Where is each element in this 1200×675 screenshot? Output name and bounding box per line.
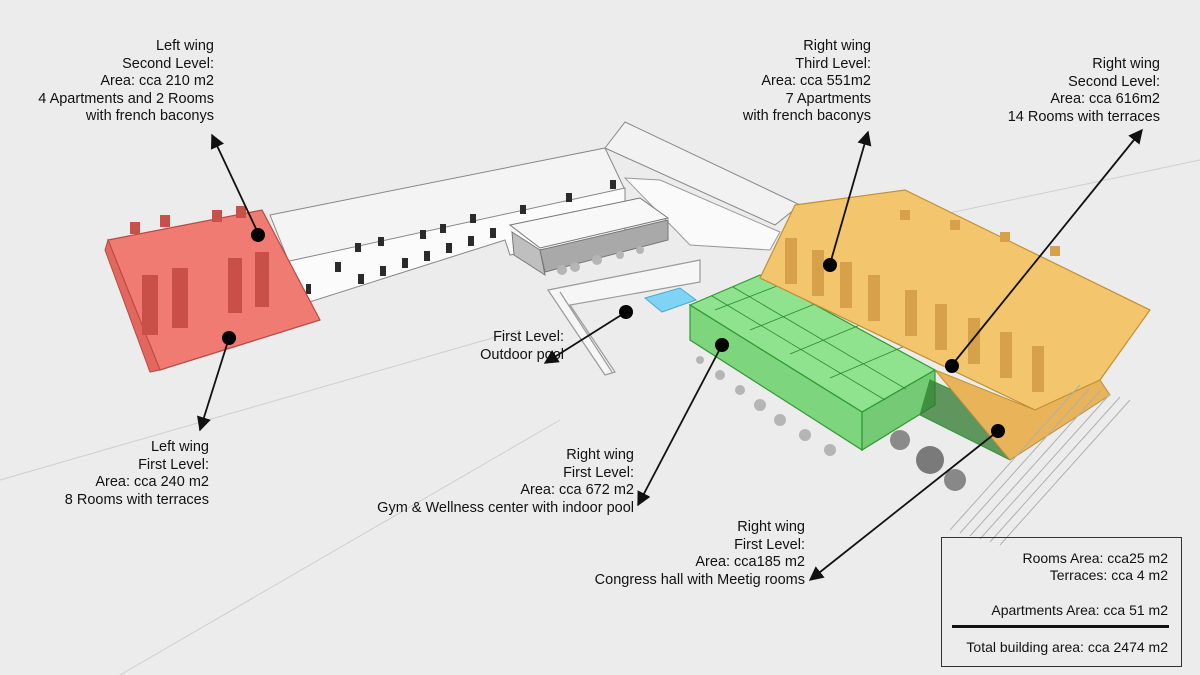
label-right-wing-third-level: Right wing Third Level: Area: cca 551m2 … (742, 38, 871, 125)
summary-divider (952, 625, 1169, 628)
left-wing-building (104, 206, 321, 373)
label-right-wing-second-level: Right wing Second Level: Area: cca 616m2… (1007, 56, 1160, 125)
total-building-area: Total building area: cca 2474 m2 (966, 639, 1168, 655)
terraces-area: Terraces: cca 4 m2 (1049, 567, 1168, 583)
windows (306, 180, 616, 294)
leader-arrows (197, 128, 1143, 581)
label-right-wing-first-level-gym: Right wing First Level: Area: cca 672 m2… (377, 447, 634, 516)
marker-dots (222, 228, 1005, 438)
rooms-area: Rooms Area: cca25 m2 (1022, 550, 1168, 566)
area-summary-box: Rooms Area: cca25 m2 Terraces: cca 4 m2 … (941, 537, 1182, 667)
outdoor-pool-shape (643, 287, 698, 313)
label-outdoor-pool: First Level: Outdoor pool (480, 329, 564, 363)
shrubs (557, 246, 966, 491)
right-wing-building (759, 189, 1151, 461)
label-right-wing-first-level-congress: Right wing First Level: Area: cca185 m2 … (594, 519, 805, 588)
restaurant-pavilion (508, 197, 670, 277)
label-left-wing-first-level: Left wing First Level: Area: cca 240 m2 … (64, 439, 209, 508)
ramp-stripes (949, 384, 1131, 546)
label-left-wing-second-level: Left wing Second Level: Area: cca 210 m2… (38, 38, 214, 125)
courtyard (546, 259, 701, 376)
ground-lines (0, 159, 1200, 675)
apartments-area: Apartments Area: cca 51 m2 (991, 602, 1168, 618)
central-block (269, 147, 626, 311)
